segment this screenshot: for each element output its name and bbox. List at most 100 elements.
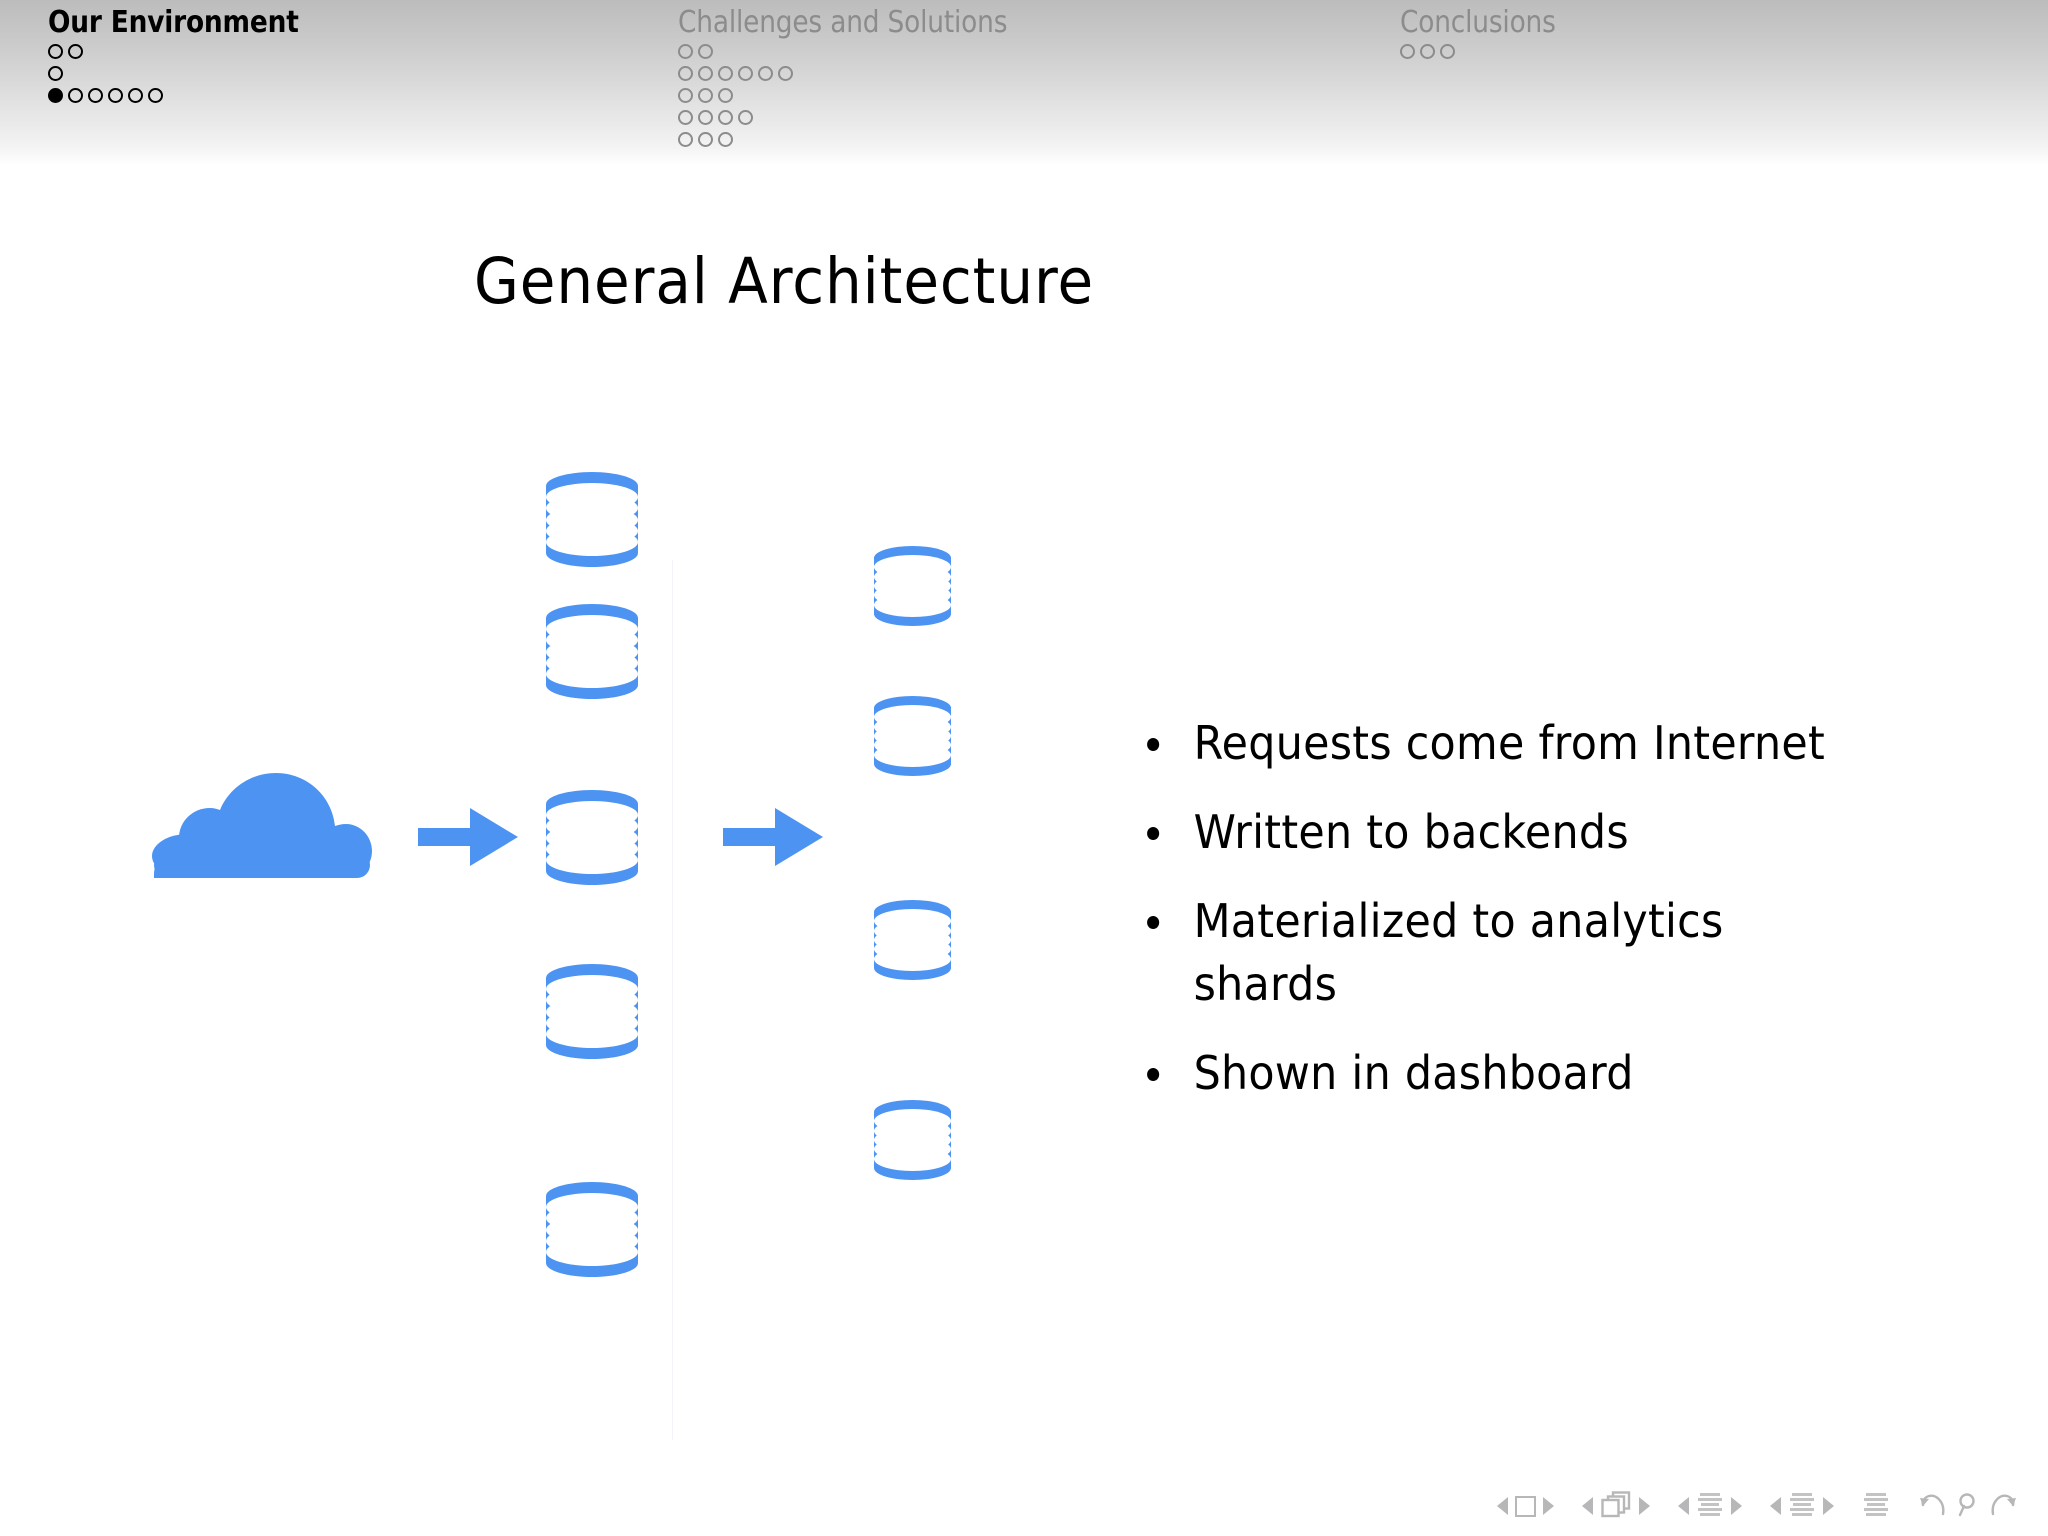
presentation-lines-icon[interactable] (1862, 1493, 1890, 1519)
nav-dot-row (678, 63, 1052, 84)
next-slide-icon[interactable] (1543, 1497, 1554, 1515)
subsection-lines-icon[interactable] (1696, 1493, 1724, 1519)
database-cylinder-icon (546, 790, 638, 885)
nav-dot[interactable] (718, 132, 733, 147)
slide-navigation[interactable] (1497, 1495, 1554, 1517)
list-item: Materialized to analytics shards (1135, 890, 1879, 1016)
database-cylinder-icon (546, 472, 638, 567)
bullet-marker-icon (1147, 1068, 1160, 1081)
nav-section-title: Conclusions (1400, 5, 1556, 40)
list-item: Shown in dashboard (1135, 1042, 1879, 1105)
frame-navigation[interactable] (1582, 1490, 1650, 1522)
nav-dot[interactable] (108, 88, 123, 103)
nav-dot[interactable] (678, 66, 693, 81)
nav-dot[interactable] (678, 110, 693, 125)
section-lines-icon[interactable] (1788, 1493, 1816, 1519)
nav-dot[interactable] (1440, 44, 1455, 59)
presentation-navigation[interactable] (1862, 1493, 1890, 1519)
bullet-marker-icon (1147, 827, 1160, 840)
database-cylinder-icon (874, 696, 951, 776)
section-navigation[interactable] (1770, 1493, 1834, 1519)
nav-section-conclusions[interactable]: Conclusions (1400, 6, 1577, 62)
nav-dot[interactable] (48, 44, 63, 59)
nav-dot[interactable] (718, 88, 733, 103)
nav-dot-row (678, 107, 1052, 128)
nav-dot[interactable] (678, 132, 693, 147)
nav-dot[interactable] (698, 132, 713, 147)
nav-dot[interactable] (758, 66, 773, 81)
beamer-headline-navigation: Our Environment Challenges and Solutions… (0, 0, 2048, 165)
nav-dot[interactable] (48, 88, 63, 103)
bullet-marker-icon (1147, 916, 1160, 929)
nav-dot[interactable] (1400, 44, 1415, 59)
nav-section-title: Our Environment (48, 5, 299, 40)
nav-dot-row (678, 41, 1052, 62)
nav-dot-row (1400, 41, 1577, 62)
nav-section-our-environment[interactable]: Our Environment (48, 6, 333, 106)
previous-slide-icon[interactable] (1497, 1497, 1508, 1515)
nav-dot[interactable] (1420, 44, 1435, 59)
next-frame-icon[interactable] (1639, 1497, 1650, 1515)
nav-dot[interactable] (738, 66, 753, 81)
slide-icon[interactable] (1515, 1495, 1536, 1517)
arrow-cloud-to-backends-icon (418, 806, 518, 872)
database-cylinder-icon (546, 604, 638, 699)
nav-dot[interactable] (738, 110, 753, 125)
list-item-text: Written to backends (1193, 805, 1629, 859)
nav-dot[interactable] (778, 66, 793, 81)
nav-dot[interactable] (678, 44, 693, 59)
previous-subsection-icon[interactable] (1678, 1497, 1689, 1515)
nav-section-dots[interactable] (1400, 41, 1577, 62)
nav-section-challenges-and-solutions[interactable]: Challenges and Solutions (678, 6, 1052, 150)
nav-dot[interactable] (698, 88, 713, 103)
diagram-divider-line (672, 560, 673, 1440)
list-item-text: Materialized to analytics shards (1193, 894, 1724, 1011)
previous-frame-icon[interactable] (1582, 1497, 1593, 1515)
nav-dot[interactable] (48, 66, 63, 81)
database-cylinder-icon (546, 1182, 638, 1277)
nav-dot-row (678, 85, 1052, 106)
go-forward-icon[interactable] (1988, 1490, 2018, 1522)
nav-dot[interactable] (128, 88, 143, 103)
nav-dot[interactable] (718, 110, 733, 125)
nav-dot-row (678, 129, 1052, 150)
nav-section-dots[interactable] (678, 41, 1052, 150)
page-title: General Architecture (473, 245, 1095, 318)
next-subsection-icon[interactable] (1731, 1497, 1742, 1515)
nav-dot-row (48, 63, 333, 84)
go-back-icon[interactable] (1918, 1490, 1948, 1522)
database-cylinder-icon (546, 964, 638, 1059)
nav-dot[interactable] (68, 88, 83, 103)
nav-dot[interactable] (678, 88, 693, 103)
nav-dot[interactable] (88, 88, 103, 103)
arrow-backends-to-analytics-icon (723, 806, 823, 872)
search-icon[interactable] (1955, 1490, 1981, 1522)
list-item: Requests come from Internet (1135, 712, 1879, 775)
back-search-forward[interactable] (1918, 1490, 2018, 1522)
database-cylinder-icon (874, 1100, 951, 1180)
frames-icon[interactable] (1600, 1490, 1632, 1522)
nav-dot-row (48, 85, 333, 106)
nav-dot[interactable] (718, 66, 733, 81)
nav-section-title: Challenges and Solutions (678, 5, 1008, 40)
nav-dot-row (48, 41, 333, 62)
list-item-text: Requests come from Internet (1193, 716, 1826, 770)
nav-dot[interactable] (698, 44, 713, 59)
architecture-diagram (150, 472, 951, 1440)
nav-dot[interactable] (698, 110, 713, 125)
database-cylinder-icon (874, 546, 951, 626)
bullet-list: Requests come from Internet Written to b… (1135, 712, 1935, 1131)
beamer-navigation-symbols[interactable] (1497, 1490, 2018, 1522)
database-cylinder-icon (874, 900, 951, 980)
previous-section-icon[interactable] (1770, 1497, 1781, 1515)
next-section-icon[interactable] (1823, 1497, 1834, 1515)
nav-section-dots[interactable] (48, 41, 333, 106)
nav-dot[interactable] (148, 88, 163, 103)
internet-cloud-icon (150, 766, 372, 878)
subsection-navigation[interactable] (1678, 1493, 1742, 1519)
list-item: Written to backends (1135, 801, 1879, 864)
nav-dot[interactable] (698, 66, 713, 81)
bullet-marker-icon (1147, 738, 1160, 751)
nav-dot[interactable] (68, 44, 83, 59)
list-item-text: Shown in dashboard (1193, 1046, 1634, 1100)
